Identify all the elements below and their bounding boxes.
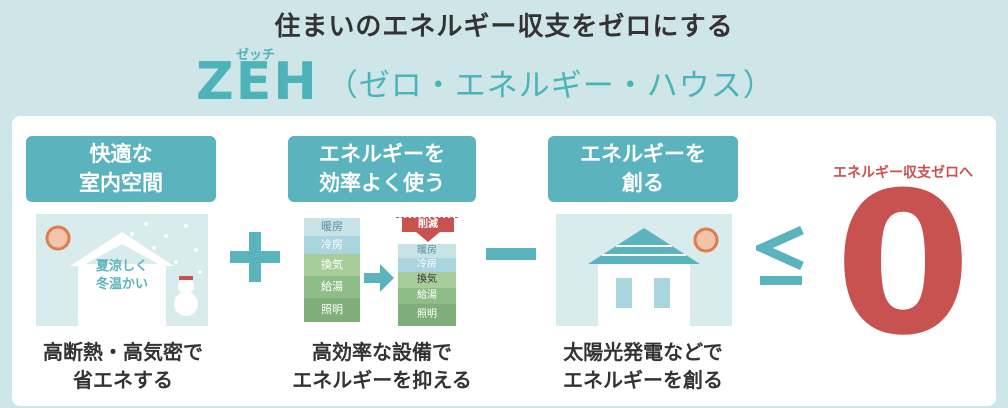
- zeh-ruby: ゼッチ: [236, 48, 276, 63]
- stack-ventilation: 換気: [304, 254, 360, 276]
- zeh-full-name: （ゼロ・エネルギー・ハウス）: [326, 67, 775, 104]
- house-body: [598, 264, 690, 326]
- step2-pill: エネルギーを 効率よく使う: [288, 136, 476, 202]
- step3-caption: 太陽光発電などで エネルギーを創る: [536, 338, 750, 394]
- stack-after-hotwater: 給湯: [398, 288, 456, 304]
- sun-icon: [693, 227, 719, 253]
- step1-pill-line2: 室内空間: [79, 171, 163, 195]
- window-left: [616, 278, 632, 308]
- reduction-tag: 削減: [402, 218, 454, 232]
- step3-pill-line1: エネルギーを: [580, 142, 706, 166]
- minus-operator: [486, 248, 536, 260]
- step1-caption: 高断熱・高気密で 省エネする: [18, 338, 228, 394]
- step1-caption-line2: 省エネする: [73, 368, 173, 392]
- energy-stack-before: 暖房 冷房 換気 給湯 照明: [304, 218, 360, 322]
- stack-after-heating: 暖房: [398, 244, 456, 258]
- stack-heating: 暖房: [304, 218, 360, 236]
- less-equal-operator: [756, 226, 804, 285]
- sun-icon: [45, 225, 71, 251]
- step3-pill-line2: 創る: [622, 171, 664, 195]
- step3-caption-line2: エネルギーを創る: [563, 368, 723, 392]
- energy-stack-after: 暖房 冷房 換気 給湯 照明: [398, 244, 456, 326]
- zeh-heading: ZEH （ゼロ・エネルギー・ハウス）: [196, 52, 775, 112]
- step1-caption-line1: 高断熱・高気密で: [43, 340, 203, 364]
- step2-caption: 高効率な設備で エネルギーを抑える: [274, 338, 490, 394]
- page-title: 住まいのエネルギー収支をゼロにする: [274, 12, 734, 42]
- house-roof: [70, 232, 174, 266]
- step1-house-illustration: [36, 214, 208, 326]
- house-text-line2: 冬温かい: [95, 277, 148, 292]
- stack-cooling: 冷房: [304, 236, 360, 254]
- step2-pill-line1: エネルギーを: [319, 142, 445, 166]
- snowman-icon: [174, 276, 198, 316]
- step2-caption-line1: 高効率な設備で: [312, 340, 452, 364]
- zero-value: 0: [836, 180, 970, 340]
- stack-after-ventilation: 換気: [398, 272, 456, 288]
- zeh-word: ZEH: [196, 52, 319, 112]
- reduction-dashed-line: [396, 217, 458, 218]
- step3-caption-line1: 太陽光発電などで: [563, 340, 723, 364]
- zero-digit: 0: [836, 180, 970, 340]
- stack-lighting: 照明: [304, 298, 360, 322]
- step2-caption-line2: エネルギーを抑える: [292, 368, 472, 392]
- zero-label: エネルギー収支ゼロへ: [833, 165, 973, 181]
- step2-pill-line2: 効率よく使う: [319, 171, 445, 195]
- stack-hotwater: 給湯: [304, 276, 360, 298]
- house-text-line1: 夏涼しく: [95, 259, 148, 274]
- step3-house-illustration: [556, 214, 732, 326]
- stack-after-lighting: 照明: [398, 304, 456, 326]
- step1-pill: 快適な 室内空間: [26, 136, 216, 202]
- step1-house-text: 夏涼しく 冬温かい: [78, 258, 166, 294]
- stack-after-cooling: 冷房: [398, 258, 456, 272]
- plus-operator: [230, 232, 280, 282]
- reduction-arrow-icon: [416, 232, 440, 242]
- house-body: [78, 264, 166, 326]
- window-right: [654, 278, 670, 308]
- step3-pill: エネルギーを 創る: [548, 136, 738, 202]
- arrow-right-icon: [364, 264, 394, 292]
- step1-pill-line1: 快適な: [89, 142, 153, 166]
